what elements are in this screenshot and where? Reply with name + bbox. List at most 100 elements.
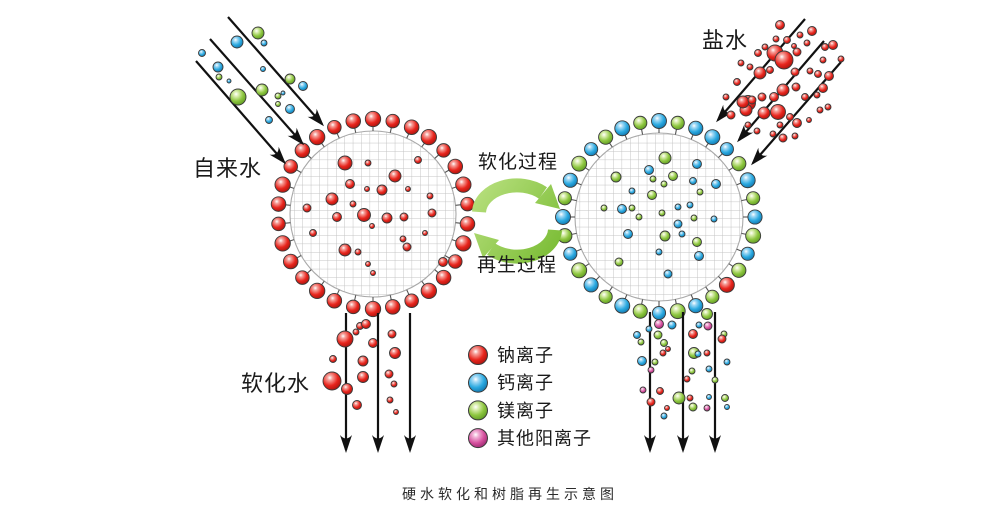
sodium-ion-dot (345, 113, 361, 129)
magnesium-ion-dot (637, 338, 645, 346)
calcium-ion-dot (583, 277, 599, 293)
sodium-ion-dot (368, 338, 378, 348)
other-cation-ion-dot (703, 404, 711, 412)
sodium-ion-dot (816, 106, 824, 114)
sodium-ion-dot (718, 276, 735, 293)
magnesium-ion-dot (672, 391, 686, 405)
calcium-ion-dot (739, 172, 756, 189)
sodium-ion-dot (399, 212, 409, 222)
sodium-ion-dot (770, 104, 786, 120)
sodium-ion-dot (665, 346, 671, 352)
magnesium-ion-dot (632, 303, 648, 319)
sodium-ion-dot (338, 243, 352, 257)
calcium-ion-dot (673, 219, 683, 229)
sodium-ion-dot (270, 196, 287, 212)
sodium-ion-dot (332, 212, 342, 222)
calcium-ion-dot (688, 120, 704, 136)
sodium-ion-dot (381, 212, 393, 224)
magnesium-ion-dot (557, 191, 572, 206)
legend-label: 镁离子 (497, 401, 554, 421)
legend-label: 其他阳离子 (497, 429, 592, 449)
sodium-ion-dot (744, 121, 752, 129)
calcium-ion-dot (719, 142, 734, 157)
calcium-ion-dot (710, 215, 718, 223)
calcium-ion-dot (705, 365, 713, 373)
sodium-ion-dot (369, 223, 375, 229)
magnesium-ion-dot (658, 151, 672, 165)
magnesium-ion-dot (692, 237, 702, 247)
sodium-ion-dot (365, 261, 371, 267)
magnesium-ion-dot (215, 73, 223, 81)
calcium-ion-dot (633, 331, 641, 339)
left-resin-bead (270, 110, 476, 318)
sodium-ion-dot (294, 142, 311, 159)
sodium-ion-dot (790, 67, 800, 77)
magnesium-ion-dot (668, 171, 678, 181)
sodium-ion-dot (783, 36, 791, 44)
magnesium-ion-dot (600, 204, 608, 212)
sodium-ion-dot (283, 159, 298, 174)
sodium-ion-dot (703, 349, 711, 357)
flow-arrow (195, 60, 286, 165)
sodium-ion-dot (361, 319, 371, 329)
magnesium-ion-dot (251, 26, 265, 40)
sodium-ion-dot (393, 409, 399, 415)
calcium-ion-dot (644, 165, 654, 175)
sodium-ion-dot (345, 299, 361, 315)
magnesium-ion-dot (229, 88, 247, 106)
legend-item: 钙离子 (468, 372, 553, 393)
sodium-ion-dot (818, 83, 828, 93)
sodium-ion-dot (747, 95, 757, 105)
softened-water-ions (322, 319, 401, 415)
sodium-ion-dot (837, 55, 845, 63)
magnesium-ion-dot (696, 188, 704, 196)
tap-water-label: 自来水 (193, 156, 262, 181)
sodium-ion-dot (733, 78, 741, 86)
sodium-ion-dot (722, 93, 730, 101)
magnesium-ion-dot (571, 262, 588, 279)
calcium-ion-dot (584, 142, 599, 157)
magnesium-ion-dot (598, 129, 614, 145)
sodium-ion-dot (295, 270, 310, 285)
sodium-ion-dot (309, 229, 317, 237)
regeneration-waste-ions (633, 308, 731, 420)
calcium-ion-dot (563, 246, 578, 261)
sodium-ion-dot (455, 176, 472, 193)
sodium-ion-dot (460, 196, 475, 212)
other-cation-ion-dot (703, 321, 713, 331)
sodium-ion-dot (664, 405, 670, 411)
sodium-ion-dot (796, 31, 804, 39)
magnesium-ion-dot (731, 262, 747, 278)
sodium-ion-dot (403, 119, 420, 135)
sodium-ion-dot (274, 176, 291, 193)
brine-label: 盐水 (702, 28, 748, 53)
calcium-ion-dot (562, 172, 578, 188)
sodium-ion-dot (435, 269, 452, 286)
ion-streams (198, 20, 845, 420)
sodium-ion-dot (688, 329, 698, 339)
sodium-ion-dot (791, 82, 801, 92)
flow-arrow (227, 16, 324, 127)
magnesium-ion-dot (651, 358, 659, 366)
sodium-ion-dot (352, 328, 360, 336)
magnesium-ion-dot (690, 214, 698, 222)
magnesium-ion-dot (670, 115, 685, 130)
other-cation-ion-dot (647, 366, 655, 374)
sodium-ion-dot (357, 355, 369, 367)
calcium-ion-dot (285, 104, 295, 114)
sodium-ion-dot (746, 63, 754, 71)
sodium-ion-dot (345, 179, 355, 189)
na-legend-swatch (468, 345, 488, 365)
magnesium-ion-dot (633, 115, 648, 130)
sodium-ion-dot (686, 394, 694, 402)
calcium-ion-dot (614, 297, 631, 314)
calcium-ion-dot (663, 269, 673, 279)
sodium-ion-dot (791, 43, 797, 49)
sodium-ion-dot (336, 330, 354, 348)
softening-process-label: 软化过程 (478, 151, 558, 173)
sodium-ion-dot (426, 192, 434, 200)
sodium-ion-dot (803, 39, 811, 47)
sodium-ion-dot (806, 117, 812, 123)
sodium-ion-dot (828, 40, 838, 50)
